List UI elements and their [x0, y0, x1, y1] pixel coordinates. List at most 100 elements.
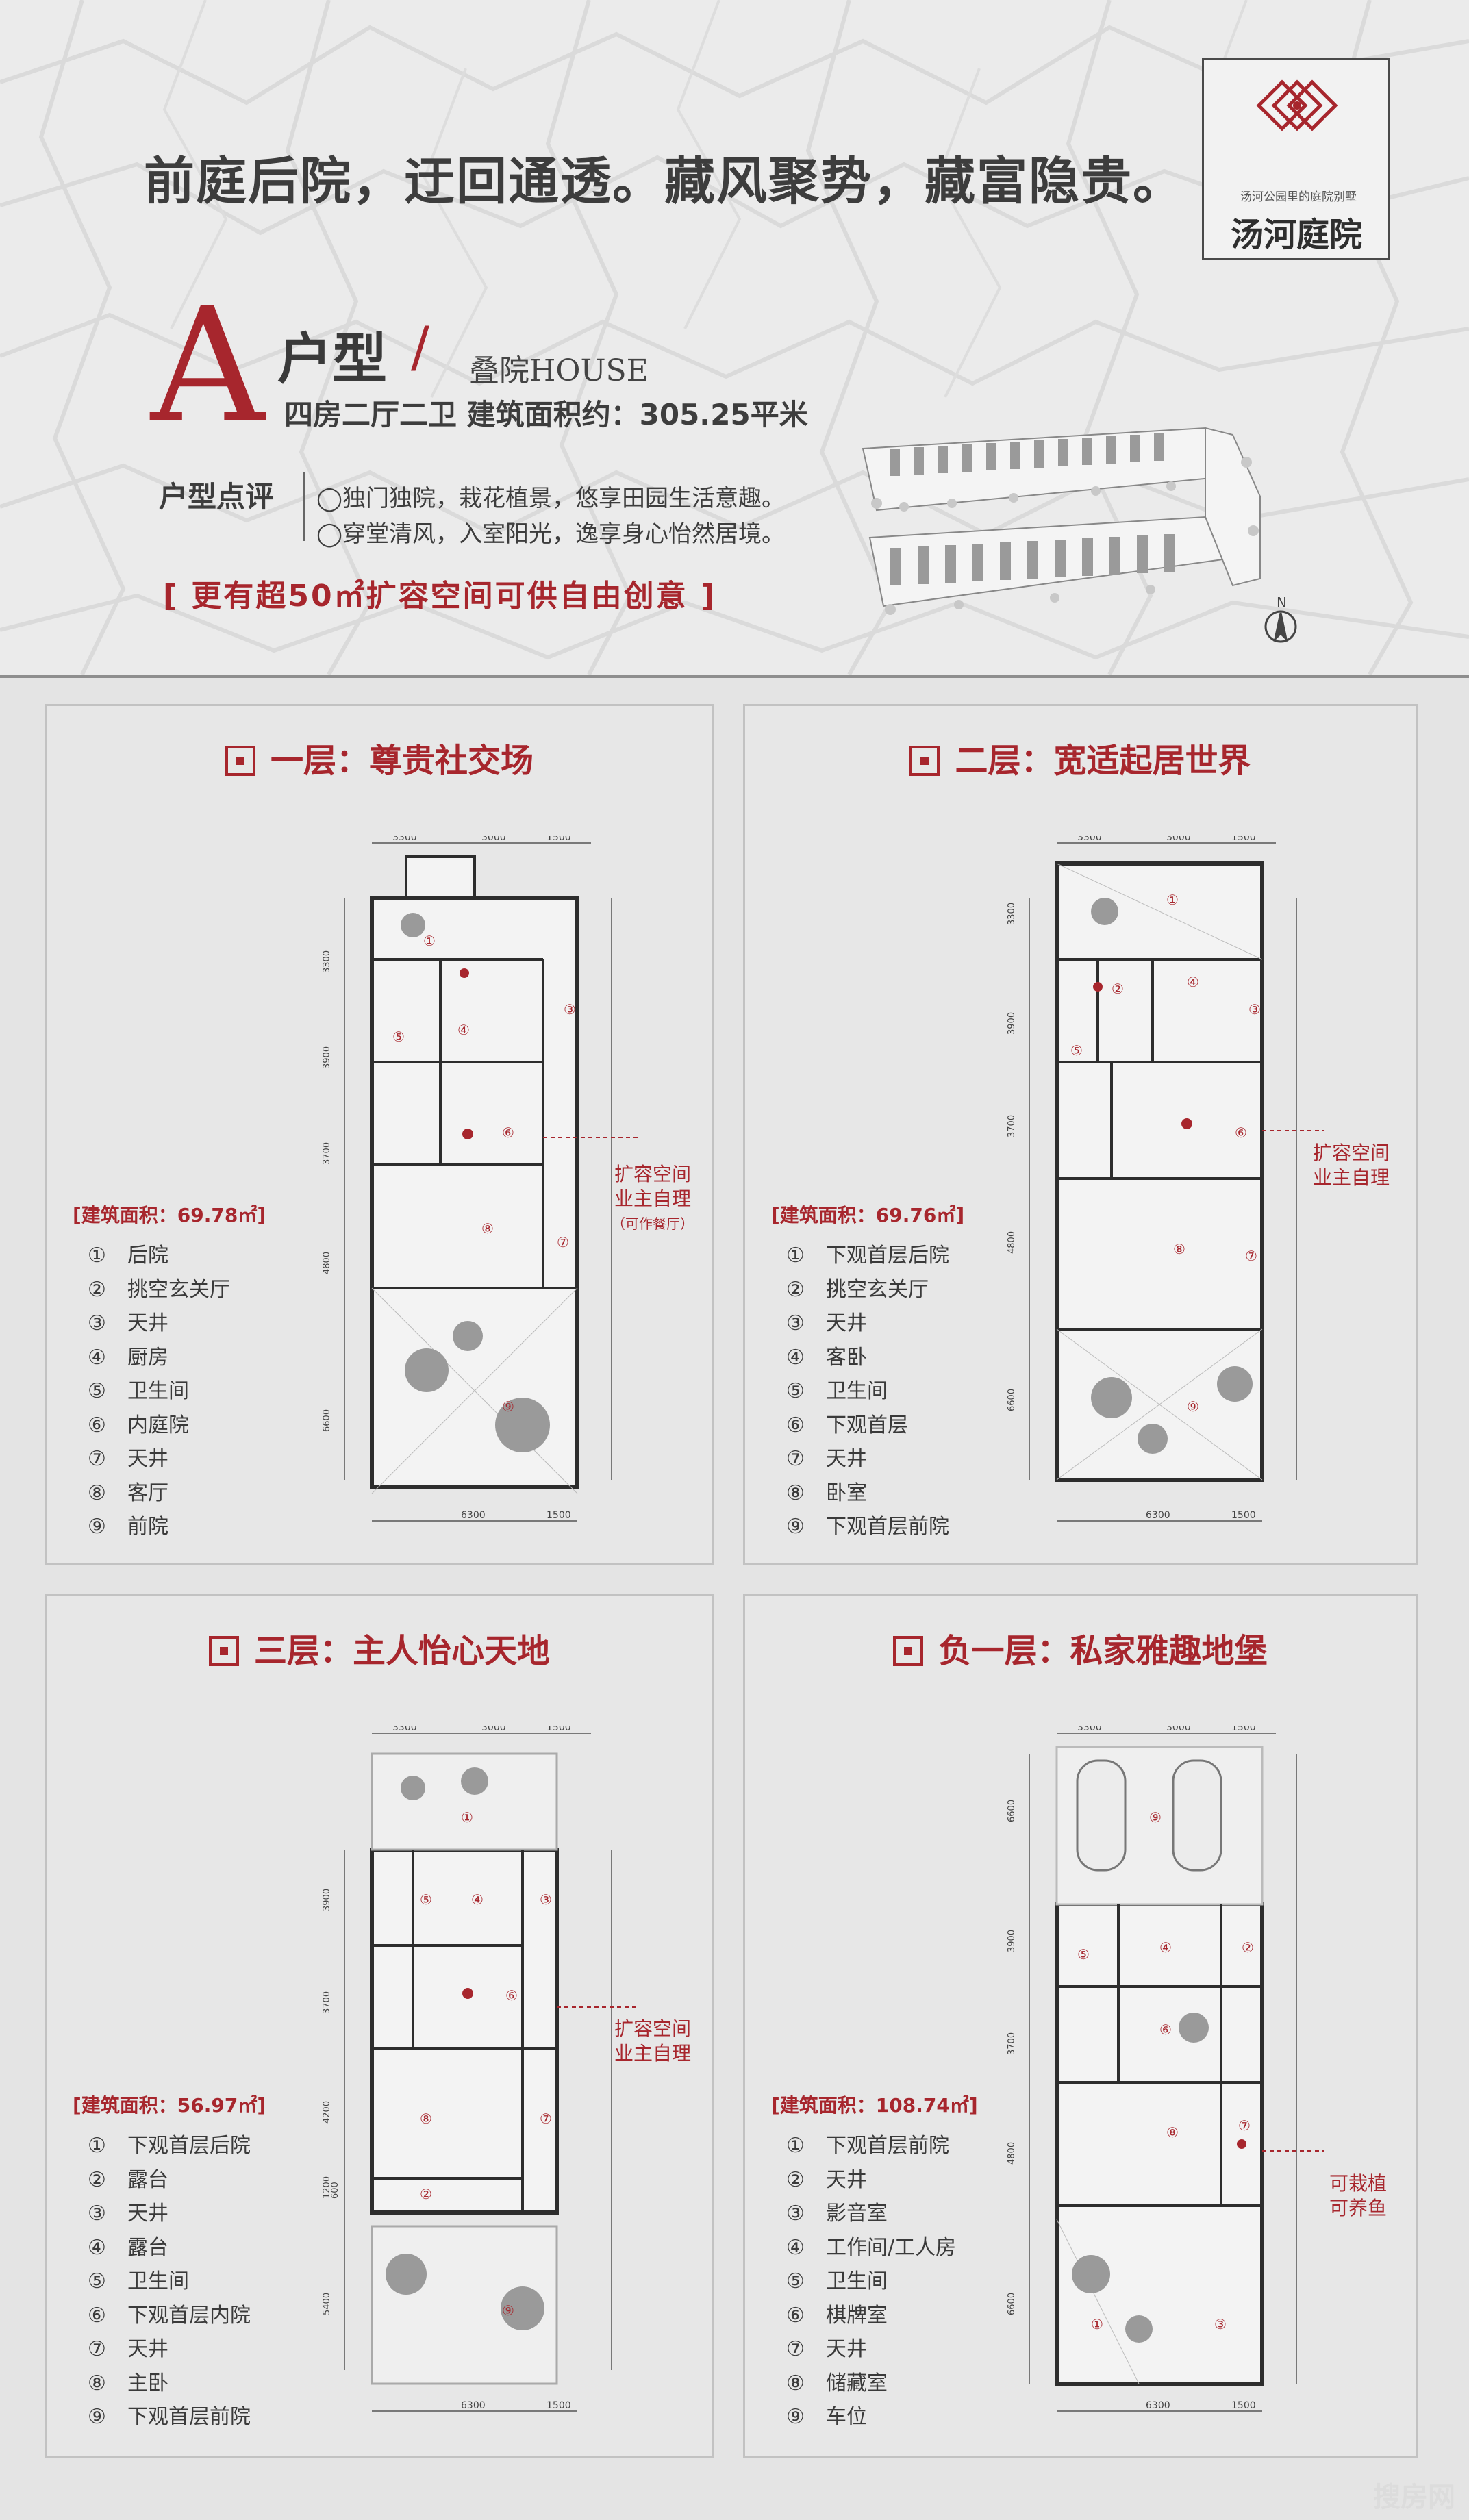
svg-text:⑧: ⑧: [1166, 2124, 1179, 2141]
svg-text:②: ②: [1242, 1939, 1254, 1956]
svg-text:④: ④: [457, 1022, 470, 1038]
expansion-space-note: 扩容空间业主自理（可作餐厅）: [612, 1163, 694, 1232]
svg-text:6300: 6300: [1146, 2400, 1170, 2411]
svg-text:3300: 3300: [322, 950, 332, 973]
svg-text:②: ②: [1112, 981, 1124, 997]
svg-text:3000: 3000: [481, 1726, 506, 1733]
unit-type-letter: A: [151, 275, 265, 457]
svg-text:③: ③: [540, 1891, 552, 1908]
svg-text:3300: 3300: [1077, 1726, 1102, 1733]
svg-text:①: ①: [461, 1809, 473, 1826]
svg-text:⑤: ⑤: [1070, 1042, 1083, 1059]
svg-text:6600: 6600: [322, 1409, 332, 1432]
svg-text:⑦: ⑦: [557, 1234, 569, 1250]
svg-text:4800: 4800: [1007, 1231, 1017, 1254]
svg-text:5400: 5400: [322, 2293, 332, 2315]
svg-text:④: ④: [1159, 1939, 1172, 1956]
panel-title: 一层：尊贵社交场: [47, 733, 712, 781]
svg-text:1500: 1500: [547, 2400, 571, 2411]
svg-text:1500: 1500: [1231, 1726, 1256, 1733]
svg-text:3700: 3700: [322, 1991, 332, 2014]
panel-title: 负一层：私家雅趣地堡: [745, 1624, 1416, 1672]
title-icon: [225, 746, 255, 776]
svg-text:③: ③: [1214, 2316, 1227, 2332]
title-icon: [893, 1636, 924, 1666]
header-divider: [0, 675, 1469, 678]
logo-subtitle: 汤河公园里的庭院别墅: [1240, 190, 1357, 204]
panel-title: 二层：宽适起居世界: [745, 733, 1416, 781]
svg-text:①: ①: [423, 933, 436, 949]
svg-text:3700: 3700: [1007, 1115, 1017, 1137]
logo-name: 汤河庭院: [1230, 216, 1362, 254]
svg-text:6300: 6300: [1146, 1510, 1170, 1521]
svg-text:3900: 3900: [1007, 1012, 1017, 1035]
svg-text:1500: 1500: [547, 1726, 571, 1733]
svg-text:3000: 3000: [481, 836, 506, 843]
north-label: N: [1277, 594, 1287, 611]
watermark: 搜房网: [1373, 2482, 1455, 2513]
site-plan-map: N: [862, 427, 1297, 643]
title-slash: /: [411, 315, 429, 379]
header-banner: 前庭后院，迂回通透。藏风聚势，藏富隐贵。 汤河公园里的庭院别墅 汤河庭院 A 户…: [0, 0, 1469, 678]
svg-text:⑤: ⑤: [1077, 1946, 1090, 1963]
expansion-space-note: 扩容空间业主自理: [1312, 1142, 1390, 1189]
svg-text:1200: 1200: [322, 2176, 332, 2199]
svg-text:⑧: ⑧: [481, 1220, 494, 1237]
unit-description: 四房二厅二卫 建筑面积约：305.25平米: [284, 398, 808, 431]
svg-text:②: ②: [420, 2186, 432, 2202]
svg-text:⑧: ⑧: [420, 2110, 432, 2127]
svg-text:6300: 6300: [461, 2400, 486, 2411]
svg-text:⑨: ⑨: [1149, 1809, 1162, 1826]
svg-text:③: ③: [1248, 1001, 1261, 1018]
title-icon: [208, 1636, 239, 1666]
logo-emblem-icon: [1256, 79, 1338, 131]
svg-text:1500: 1500: [1231, 2400, 1256, 2411]
expansion-space-note: 扩容空间业主自理: [614, 2017, 691, 2065]
svg-text:⑦: ⑦: [1245, 1248, 1257, 1264]
svg-text:③: ③: [564, 1001, 576, 1018]
svg-text:4800: 4800: [322, 1252, 332, 1274]
svg-text:3900: 3900: [1007, 1930, 1017, 1952]
svg-text:1500: 1500: [547, 836, 571, 843]
svg-text:3000: 3000: [1166, 836, 1191, 843]
slogan: 前庭后院，迂回通透。藏风聚势，藏富隐贵。: [144, 152, 1185, 211]
title-icon: [909, 746, 940, 776]
expansion-note: [ 更有超50㎡扩容空间可供自由创意 ]: [163, 579, 717, 614]
svg-text:600: 600: [330, 2182, 340, 2199]
review-label: 户型点评: [159, 480, 275, 514]
svg-text:④: ④: [471, 1891, 484, 1908]
svg-text:6600: 6600: [1007, 1800, 1017, 1822]
